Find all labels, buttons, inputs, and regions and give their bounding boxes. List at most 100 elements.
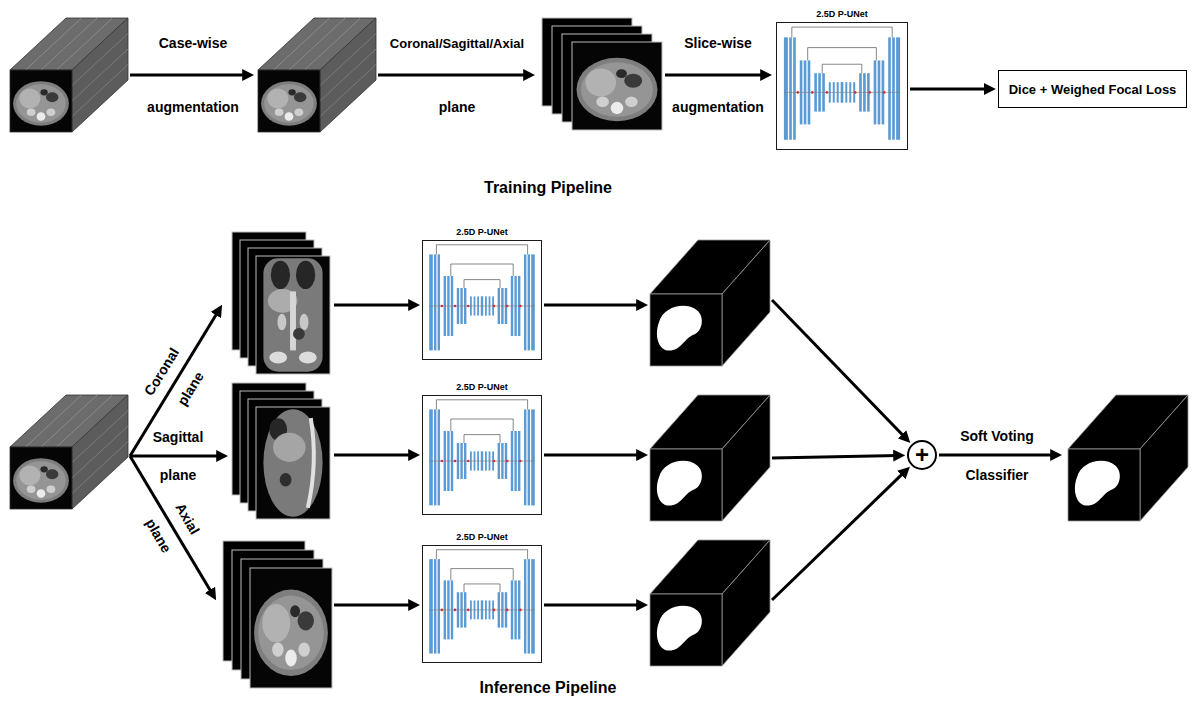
pool-marker — [519, 305, 522, 308]
mask-volume — [650, 540, 770, 666]
volume-outline — [650, 449, 722, 521]
volume-outline — [650, 294, 722, 366]
volume-texture — [41, 395, 97, 447]
arrow-line — [334, 454, 413, 457]
volume-texture — [57, 395, 113, 447]
network-layer — [434, 409, 436, 505]
arrow-label: Soft Voting — [960, 429, 1034, 444]
network-layer — [896, 37, 900, 139]
ct-kidney — [295, 108, 304, 115]
volume-texture — [26, 395, 82, 447]
arrow-label: plane — [175, 369, 207, 408]
section-title: Training Pipeline — [484, 179, 612, 197]
ct-background — [256, 256, 330, 374]
skip-connection — [436, 245, 527, 255]
arrow-line — [772, 472, 905, 600]
mask-face — [650, 449, 722, 521]
ct-body — [261, 81, 317, 126]
volume-side — [72, 18, 128, 132]
volume-texture — [289, 18, 345, 70]
pool-marker — [441, 305, 444, 308]
ct-background — [572, 42, 662, 130]
pool-marker — [506, 460, 509, 463]
ct-abdomen — [258, 596, 324, 670]
skip-connection — [792, 27, 892, 37]
arrow-label: plane — [439, 100, 476, 115]
pool-marker — [441, 609, 444, 612]
ct-background — [10, 70, 72, 132]
data-flow — [784, 92, 900, 93]
skip-connection — [451, 264, 513, 276]
arrow-label: Axial — [172, 501, 202, 538]
volume-side — [722, 395, 770, 521]
ct-kidney — [47, 485, 56, 492]
network-title: 2.5D P-UNet — [422, 225, 542, 239]
slice-stack — [232, 383, 330, 519]
liver-mask — [657, 606, 702, 651]
arrow-line — [544, 304, 641, 307]
ct-pelvis — [269, 352, 287, 364]
ct-spine — [285, 112, 294, 121]
ct-volume — [10, 18, 128, 132]
network-layer — [784, 37, 788, 139]
network-layer — [888, 37, 891, 139]
ct-kidney — [625, 97, 638, 108]
pool-marker — [493, 609, 496, 612]
slice-stack — [542, 18, 662, 130]
volume-outline — [10, 447, 72, 509]
ct-kidney — [47, 108, 56, 115]
network-layer — [531, 254, 535, 350]
network-box: 2.5D P-UNet — [422, 530, 542, 663]
ct-bowel — [290, 605, 300, 617]
network-layer — [528, 254, 530, 350]
pool-marker — [868, 91, 871, 94]
network-frame — [422, 240, 542, 360]
ct-bowel — [293, 328, 305, 340]
network-layer — [524, 409, 526, 505]
unet-illustration — [429, 400, 535, 506]
network-box: 2.5D P-UNet — [422, 225, 542, 360]
skip-connection — [436, 400, 527, 410]
ct-abdomen — [16, 461, 66, 499]
pool-marker — [811, 91, 814, 94]
network-layer — [528, 559, 530, 653]
mask-face — [1068, 449, 1140, 521]
arrow-line — [544, 604, 641, 607]
arrow-label: plane — [160, 468, 197, 483]
ct-abdomen — [264, 84, 314, 122]
pool-marker — [826, 91, 829, 94]
ct-spine — [290, 291, 296, 350]
ct-background — [258, 70, 320, 132]
ct-background — [10, 447, 72, 509]
mask-volume — [650, 395, 770, 521]
sum-symbol: + — [915, 443, 929, 467]
ct-kidney — [277, 314, 286, 331]
arrow-line — [334, 304, 413, 307]
ct-bowel — [280, 473, 292, 486]
volume-side — [1140, 395, 1188, 521]
pool-marker — [467, 305, 470, 308]
volume-texture — [320, 34, 376, 86]
skip-connection — [808, 48, 877, 61]
section-title: Inference Pipeline — [480, 679, 617, 697]
volume-side — [320, 18, 376, 132]
skip-connection — [464, 280, 500, 288]
skip-connection — [822, 64, 862, 73]
ct-body — [263, 258, 322, 371]
network-layer — [789, 37, 792, 139]
pool-marker — [506, 305, 509, 308]
ct-spine — [611, 102, 624, 114]
arrow-line — [544, 454, 641, 457]
arrow-line — [665, 74, 765, 77]
arrow-line — [772, 455, 898, 458]
slice-outline — [256, 407, 330, 519]
pool-marker — [883, 91, 886, 94]
ct-kidney — [596, 97, 609, 108]
slice-outline — [572, 42, 662, 130]
ct-body — [13, 458, 69, 503]
ct-kidney — [272, 642, 283, 656]
skip-connection — [436, 550, 527, 559]
sum-circle: + — [907, 440, 937, 470]
ct-liver — [273, 433, 306, 462]
